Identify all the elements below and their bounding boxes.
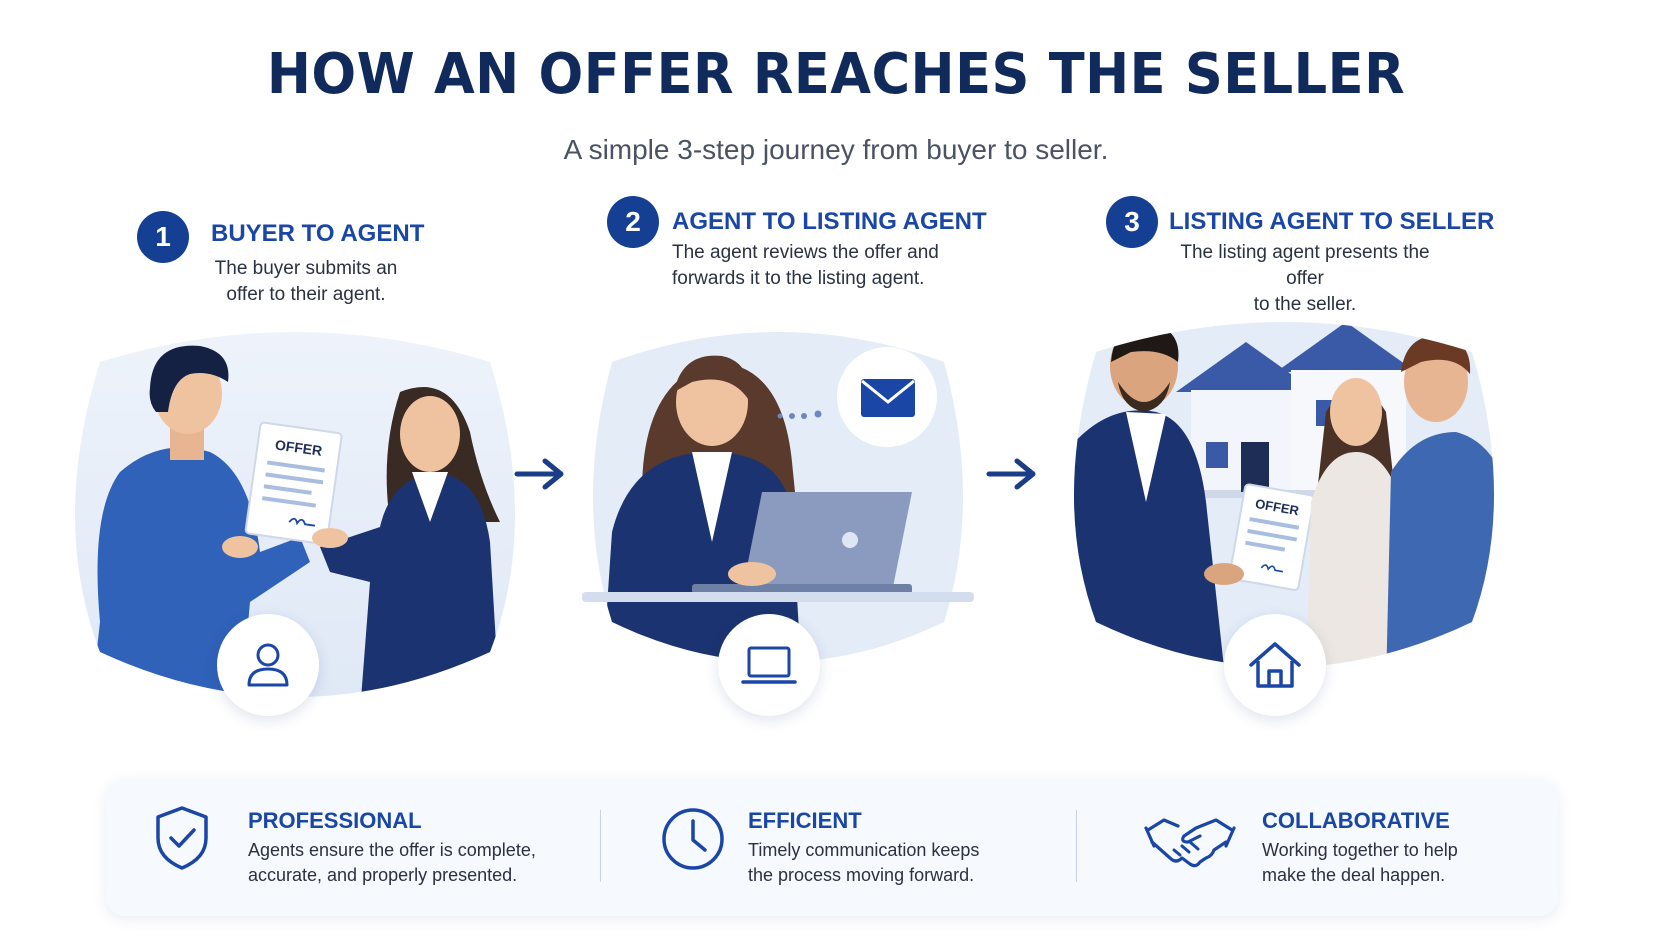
clock-icon <box>662 808 724 870</box>
feature-efficient-desc: Timely communication keeps the process m… <box>748 838 979 888</box>
step-2-laptop-badge <box>718 614 820 716</box>
step-1-title: BUYER TO AGENT <box>211 220 425 247</box>
feature-collaborative-title: COLLABORATIVE <box>1262 808 1450 833</box>
feature-efficient-desc-line-1: Timely communication keeps <box>748 840 980 860</box>
step-2-desc-line-1: The agent reviews the offer and <box>672 242 939 263</box>
offer-document-label: OFFER <box>274 436 323 458</box>
step-3-house-badge <box>1224 614 1326 716</box>
feature-efficient-title: EFFICIENT <box>748 808 862 833</box>
step-2-scene-agent-at-laptop <box>582 332 974 662</box>
step-1-number-badge: 1 <box>137 211 189 263</box>
step-1-person-badge <box>217 614 319 716</box>
feature-collaborative-desc-line-1: Working together to help <box>1262 840 1458 860</box>
step-3-desc-line-1: The listing agent presents the offer <box>1180 242 1430 289</box>
arrow-right-icon <box>986 458 1036 490</box>
laptop-icon <box>741 646 797 684</box>
arrow-right-icon <box>514 458 564 490</box>
step-1-scene-buyer-to-agent: OFFER <box>75 332 515 697</box>
feature-professional-desc-line-2: accurate, and properly presented. <box>248 865 518 885</box>
feature-collaborative-desc-line-2: make the deal happen. <box>1262 865 1446 885</box>
feature-professional-title: PROFESSIONAL <box>248 808 422 833</box>
feature-professional-desc-line-1: Agents ensure the offer is complete, <box>248 840 536 860</box>
step-1-desc-line-2: offer to their agent. <box>226 284 386 305</box>
step-3-description: The listing agent presents the offer to … <box>1160 240 1450 318</box>
page-title: HOW AN OFFER REACHES THE SELLER <box>266 42 1406 107</box>
step-3-number-badge: 3 <box>1106 196 1158 248</box>
handshake-icon <box>1144 818 1236 868</box>
step-2-number-badge: 2 <box>607 196 659 248</box>
feature-divider <box>1076 810 1077 882</box>
feature-efficient-desc-line-2: the process moving forward. <box>748 865 975 885</box>
feature-divider <box>600 810 601 882</box>
page-subtitle: A simple 3-step journey from buyer to se… <box>563 134 1109 165</box>
envelope-icon <box>861 379 915 417</box>
feature-professional-desc: Agents ensure the offer is complete, acc… <box>248 838 536 888</box>
house-icon <box>1249 642 1301 688</box>
features-panel <box>106 780 1558 916</box>
step-3-title: LISTING AGENT TO SELLER <box>1169 208 1495 235</box>
step-3-scene-agent-with-sellers: OFFER <box>1074 322 1494 667</box>
step-3-desc-line-2: to the seller. <box>1253 294 1357 315</box>
step-1-desc-line-1: The buyer submits an <box>214 258 398 279</box>
feature-collaborative-desc: Working together to help make the deal h… <box>1262 838 1458 888</box>
person-icon <box>247 643 289 687</box>
step-1-description: The buyer submits an offer to their agen… <box>211 256 401 308</box>
step-2-title: AGENT TO LISTING AGENT <box>672 208 987 235</box>
step-2-desc-line-2: forwards it to the listing agent. <box>672 268 925 289</box>
step-2-description: The agent reviews the offer and forwards… <box>672 240 939 292</box>
shield-check-icon <box>156 806 208 870</box>
